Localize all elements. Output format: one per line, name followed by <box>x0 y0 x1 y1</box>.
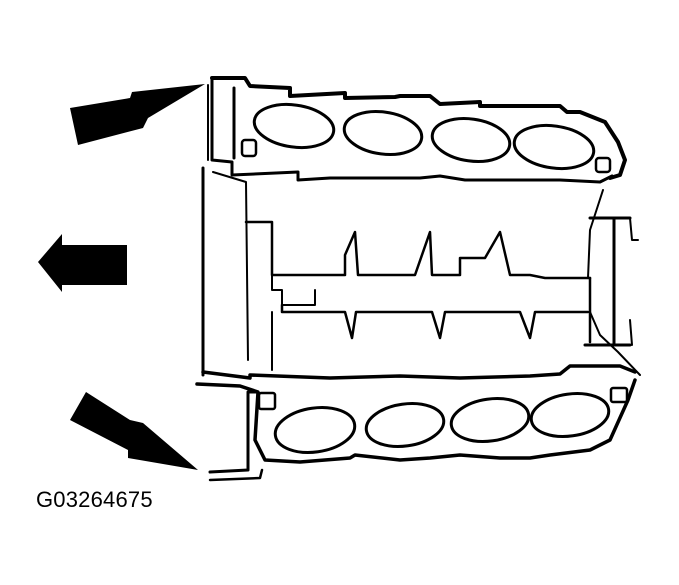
lower-diagonal-arrow-icon <box>70 392 198 470</box>
figure-id-label: G03264675 <box>36 487 153 512</box>
lower-cylinder-bores <box>273 392 611 454</box>
upper-diagonal-arrow-icon <box>70 84 205 145</box>
engine-block-body <box>201 166 641 377</box>
upper-head-gasket <box>207 76 627 184</box>
left-arrow-icon <box>38 234 127 292</box>
lower-head-gasket <box>195 364 637 482</box>
upper-cylinder-bores <box>252 102 596 171</box>
